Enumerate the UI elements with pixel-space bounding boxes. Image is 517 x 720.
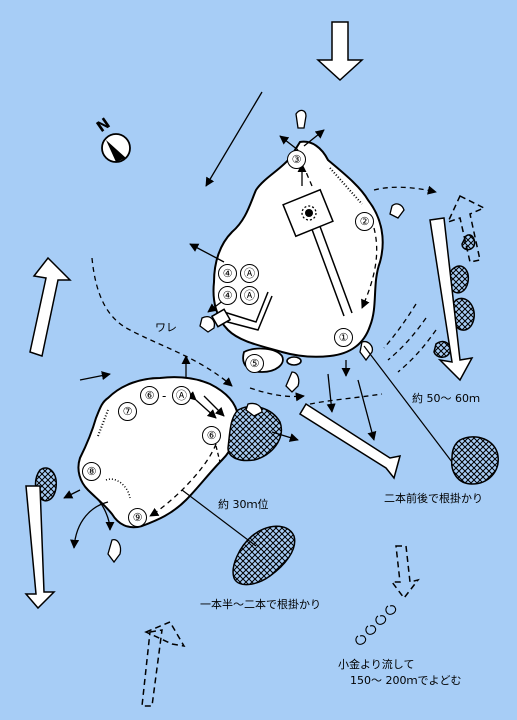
label-snag-1-5-2: 一本半～二本で根掛かり — [200, 598, 321, 611]
flow-lines — [63, 91, 377, 549]
point-A-c: Ⓐ — [172, 386, 191, 405]
label-dist-50-60: 約 50～ 60ｍ — [412, 392, 480, 405]
point-6-a: ⑥ — [140, 386, 159, 405]
dash-6-A: - — [162, 389, 167, 403]
leader-30 — [181, 489, 257, 547]
point-A-b: Ⓐ — [240, 286, 259, 305]
label-dist-30: 約 30ｍ位 — [218, 498, 269, 511]
point-9: ⑨ — [128, 508, 147, 527]
drift-swirl — [355, 605, 397, 645]
current-arrows — [24, 21, 474, 610]
point-3: ③ — [287, 150, 306, 169]
compass — [101, 133, 131, 163]
point-7: ⑦ — [118, 402, 137, 421]
point-4-a: ④ — [218, 264, 237, 283]
sun-sign-icon — [282, 188, 334, 238]
point-6-b: ⑥ — [202, 426, 221, 445]
point-1: ① — [334, 328, 353, 347]
point-A-a: Ⓐ — [240, 264, 259, 283]
boats — [107, 109, 405, 564]
upper-island — [212, 140, 384, 358]
label-snag-2: 二本前後で根掛かり — [384, 492, 483, 505]
dashed-arrows — [141, 194, 486, 707]
label-ware: ワレ — [155, 321, 177, 334]
point-4-b: ④ — [218, 286, 237, 305]
dashed-flows — [91, 171, 437, 517]
label-drift-1: 小金より流して — [338, 658, 415, 671]
leader-50-60 — [363, 345, 453, 463]
point-8: ⑧ — [82, 462, 101, 481]
label-drift-2: 150～ 200ｍでよどむ — [350, 674, 462, 687]
islet-small — [286, 356, 302, 366]
jetty — [210, 220, 353, 331]
point-2: ② — [355, 212, 374, 231]
point-5: ⑤ — [245, 354, 264, 373]
